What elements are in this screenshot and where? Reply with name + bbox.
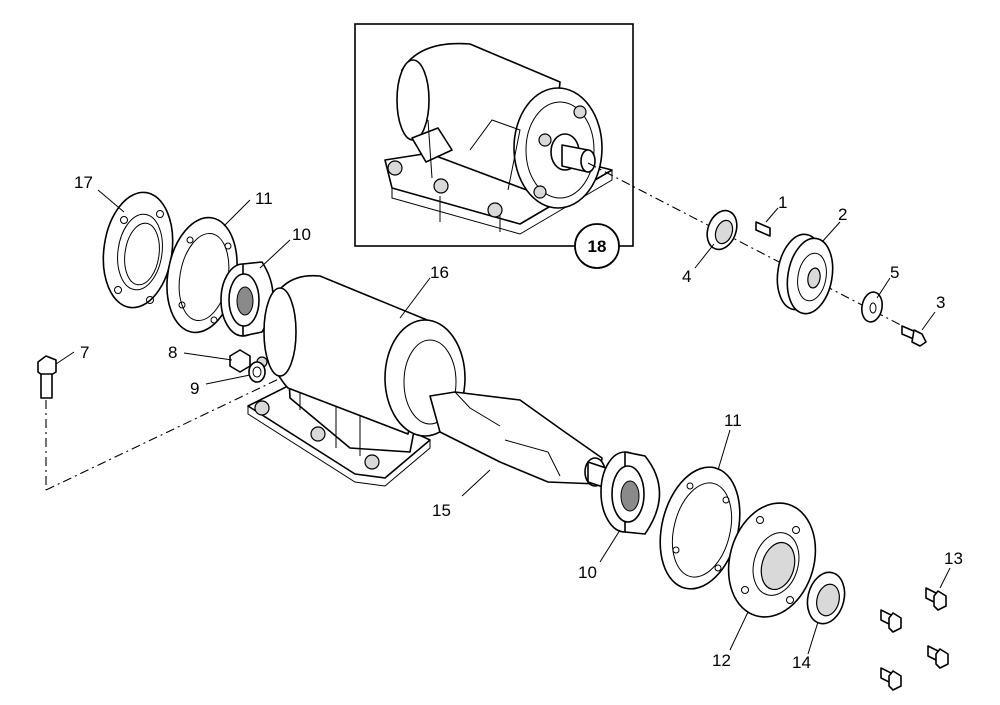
part-16-housing [247, 274, 466, 487]
leader-lines [55, 189, 951, 655]
part-11-gasket-left [166, 216, 238, 334]
callout-10-right: 10 [578, 563, 597, 582]
part-5-washer [861, 291, 883, 323]
callout-14: 14 [792, 653, 811, 672]
callout-9: 9 [190, 379, 199, 398]
part-8-plug [229, 349, 251, 373]
part-10-bearing-right [600, 451, 661, 535]
bolt [880, 609, 902, 633]
part-14-seal [806, 571, 846, 625]
part-13-bolts [880, 587, 949, 691]
part-2-pulley [776, 233, 834, 315]
callout-badge-18 [574, 223, 620, 269]
bolt [880, 667, 902, 691]
part-4-spacer [706, 209, 738, 251]
callout-18: 18 [588, 237, 607, 256]
callout-labels: 17 11 10 16 7 8 9 15 10 11 12 14 13 4 1 … [74, 173, 963, 672]
callout-1: 1 [778, 193, 787, 212]
callout-7: 7 [80, 343, 89, 362]
callout-10: 10 [292, 225, 311, 244]
callout-15: 15 [432, 501, 451, 520]
callout-11: 11 [255, 189, 273, 208]
callout-3: 3 [936, 293, 945, 312]
inset-assembly-18: 18 [354, 23, 634, 269]
callout-4: 4 [682, 267, 691, 286]
part-15-shaft [429, 391, 613, 491]
part-1-key [755, 221, 771, 237]
part-12-end-plate [727, 502, 817, 618]
part-3-bolt [901, 325, 927, 347]
callout-12: 12 [712, 651, 731, 670]
callout-16: 16 [430, 263, 449, 282]
part-7-bolt [37, 355, 57, 399]
bolt [925, 587, 947, 611]
callout-17: 17 [74, 173, 93, 192]
part-9-washer [248, 361, 266, 383]
callout-5: 5 [890, 263, 899, 282]
bolt [927, 645, 949, 669]
callout-8: 8 [168, 343, 177, 362]
part-17-flange [102, 191, 174, 309]
callout-13: 13 [944, 549, 963, 568]
callout-11-right: 11 [724, 411, 742, 430]
callout-2: 2 [838, 205, 847, 224]
